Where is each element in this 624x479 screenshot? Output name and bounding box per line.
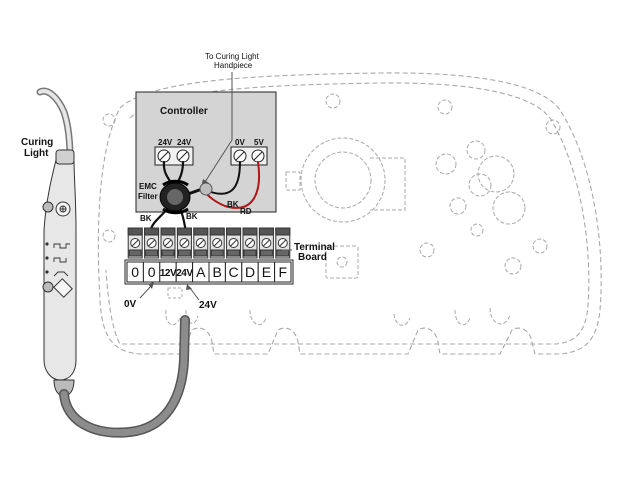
terminal-screw-2 xyxy=(144,227,160,259)
terminal-screw-9 xyxy=(258,227,274,259)
cable-grommet xyxy=(199,182,213,196)
controller-terminal-label-0v: 0V xyxy=(235,138,245,147)
terminal-board-frame xyxy=(124,259,294,285)
controller-terminal-block-right xyxy=(230,146,268,166)
handpiece-callout-arrow xyxy=(204,72,233,183)
callout-0v-arrow xyxy=(139,285,152,299)
terminal-screw-3 xyxy=(160,227,176,259)
terminal-screw-7 xyxy=(226,227,242,259)
emc-label-line1: EMC xyxy=(139,182,157,191)
terminal-label-2: 0 xyxy=(148,264,156,280)
curing-light-label-line2: Light xyxy=(24,148,49,159)
terminal-label-5: A xyxy=(196,264,206,280)
terminal-screw-10 xyxy=(275,227,291,259)
terminal-board-label-line2: Board xyxy=(298,252,327,263)
wire-label-bk-left: BK xyxy=(140,214,152,223)
terminal-screw-5 xyxy=(193,227,209,259)
callout-24v: 24V xyxy=(199,300,217,311)
controller-terminal-label-5v: 5V xyxy=(254,138,264,147)
terminal-label-9: E xyxy=(262,264,271,280)
handpiece-callout-line2: Handpiece xyxy=(214,61,253,70)
housing-outline xyxy=(97,72,602,355)
board-slot xyxy=(167,287,183,299)
terminal-label-4: 24V xyxy=(176,268,193,279)
cable-clips xyxy=(165,307,511,326)
terminal-screw-4 xyxy=(176,227,192,259)
controller-terminal-block-left xyxy=(154,146,194,166)
terminal-screw-1 xyxy=(127,227,143,259)
controller-terminal-label-24v-b: 24V xyxy=(177,138,192,147)
terminal-label-6: B xyxy=(213,264,222,280)
controller-label: Controller xyxy=(160,106,208,117)
terminal-label-3: 12V xyxy=(160,268,177,279)
emc-label-line2: Filter xyxy=(138,192,158,201)
terminal-cell-10 xyxy=(274,261,292,283)
wire-label-bk-middle: BK xyxy=(186,212,198,221)
terminal-board-label-line1: Terminal xyxy=(294,242,335,253)
terminal-screw-6 xyxy=(209,227,225,259)
wire-label-rd: RD xyxy=(240,207,252,216)
curing-light-handpiece xyxy=(36,87,77,397)
curing-light-label-line1: Curing xyxy=(21,137,53,148)
terminal-screw-8 xyxy=(242,227,258,259)
terminal-label-7: C xyxy=(229,264,239,280)
callout-24v-arrow xyxy=(189,287,200,301)
housing-bosses xyxy=(102,93,561,279)
controller-terminal-label-24v-a: 24V xyxy=(158,138,173,147)
handpiece-callout-line1: To Curing Light xyxy=(205,52,260,61)
terminal-label-8: D xyxy=(245,264,255,280)
terminal-label-1: 0 xyxy=(131,264,139,280)
terminal-label-10: F xyxy=(279,264,288,280)
terminal-board-screws xyxy=(127,227,291,259)
callout-0v: 0V xyxy=(124,299,137,310)
wire-label-bk-right: BK xyxy=(227,200,239,209)
emc-filter xyxy=(159,179,191,215)
